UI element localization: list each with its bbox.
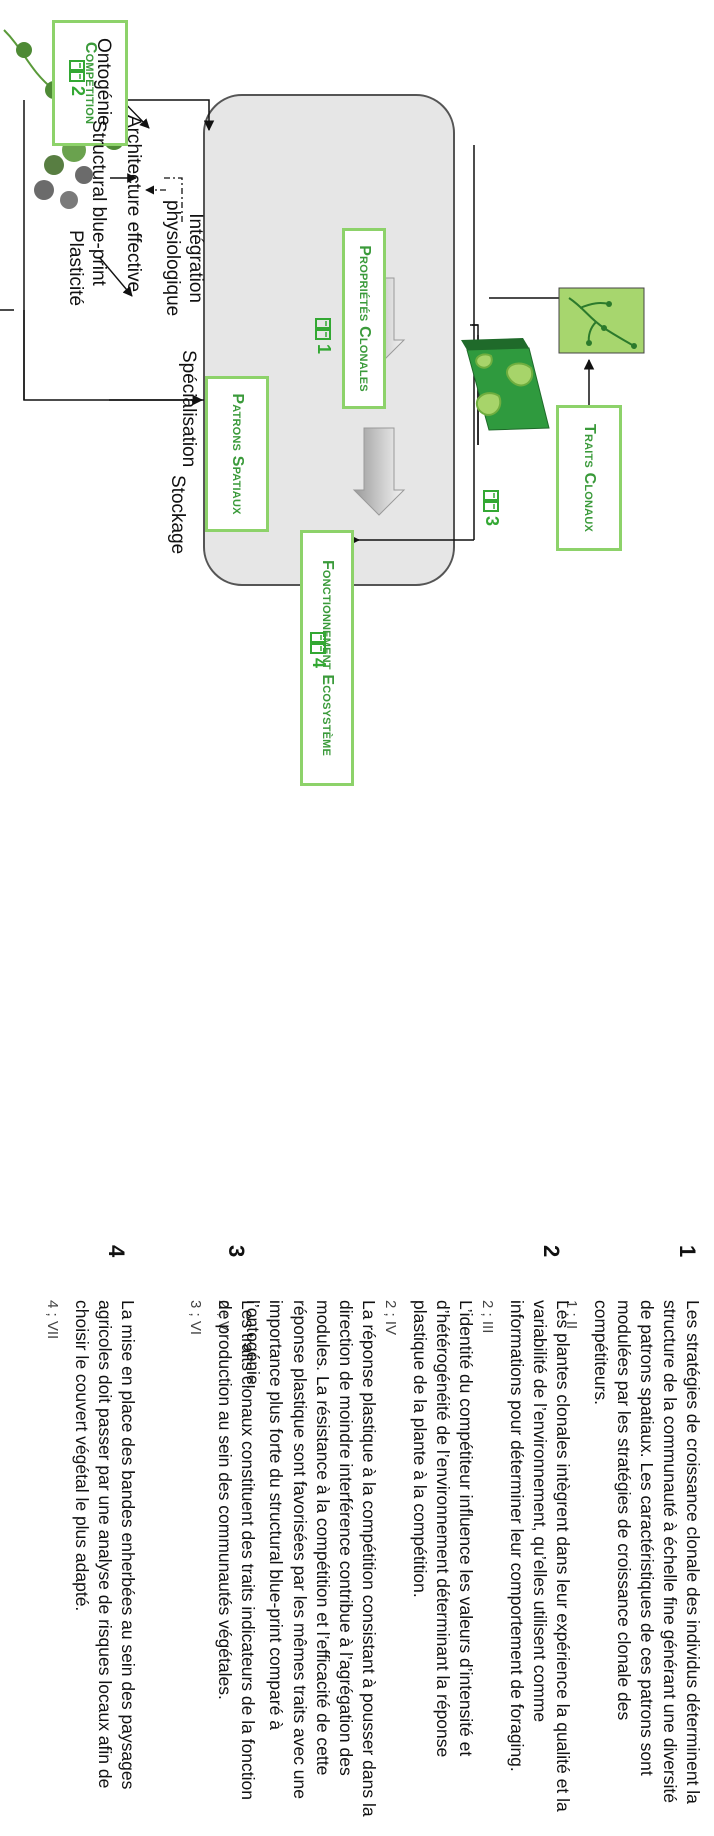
entry-2-text-c: La réponse plastique à la compétition co… bbox=[243, 1300, 379, 1817]
clonal-plant-image bbox=[558, 287, 645, 354]
plasticite-label: Plasticité bbox=[65, 230, 86, 307]
book-icon bbox=[315, 318, 332, 340]
integration-label: Intégration physiologique bbox=[160, 200, 206, 316]
book-icon bbox=[69, 60, 86, 82]
entry-number-4: 4 bbox=[104, 1245, 129, 1258]
ontogenie-label: Ontogénie bbox=[93, 38, 114, 126]
clonal-properties-box: Propriétés Clonales bbox=[342, 228, 386, 409]
clonal-properties-label: Propriétés Clonales bbox=[356, 245, 373, 392]
sidebar-entry-1: Les stratégies de croissance clonale des… bbox=[561, 1300, 704, 1820]
competition-to-architecture-arrow bbox=[124, 99, 215, 132]
sidebar-entry-3: Les traits clonaux constituent des trait… bbox=[185, 1300, 259, 1820]
ref-number: 1 bbox=[314, 344, 334, 355]
entry-2-text-b: L’identité du compétiteur influence les … bbox=[409, 1300, 476, 1758]
entry-number-1: 1 bbox=[675, 1245, 700, 1258]
entry-3-text: Les traits clonaux constituent des trait… bbox=[214, 1300, 258, 1800]
entry-number-2: 2 bbox=[539, 1245, 564, 1258]
entry-2-text-a: Les plantes clonales intègrent dans leur… bbox=[506, 1300, 573, 1812]
clonal-traits-label: Traits Clonaux bbox=[581, 423, 598, 533]
spatial-patterns-box: Patrons Spatiaux bbox=[205, 376, 269, 532]
sidebar-entry-2: Les plantes clonales intègrent dans leur… bbox=[213, 1300, 574, 1820]
landscape-tile-image bbox=[461, 338, 550, 431]
stockage-label: Stockage bbox=[167, 475, 188, 555]
specialisation-label: Spécialisation bbox=[178, 350, 199, 468]
ref-book-1: 1 bbox=[313, 318, 334, 354]
entry-4-ref: 4 ; VII bbox=[43, 1300, 61, 1340]
book-icon bbox=[310, 632, 327, 654]
architecture-label: Architecture effective bbox=[123, 115, 144, 293]
spatial-patterns-label: Patrons Spatiaux bbox=[229, 393, 246, 515]
ref-number: 4 bbox=[309, 658, 329, 669]
entry-1-text: Les stratégies de croissance clonale des… bbox=[590, 1300, 703, 1804]
entry-2-ref-a: 2 ; III bbox=[478, 1300, 496, 1334]
sidebar-entry-4: La mise en place des bandes enherbées au… bbox=[42, 1300, 139, 1820]
integration-line-1: Intégration bbox=[185, 213, 206, 303]
ref-book-2: 2 bbox=[67, 60, 88, 96]
entry-4-text: La mise en place des bandes enherbées au… bbox=[71, 1300, 138, 1790]
entry-2-ref-b: 2 ; IV bbox=[381, 1300, 399, 1336]
ref-book-4: 4 bbox=[308, 632, 329, 668]
book-icon bbox=[483, 490, 500, 512]
structural-blueprint-label: Structural blue-print bbox=[88, 120, 109, 286]
entry-number-3: 3 bbox=[224, 1245, 249, 1258]
ref-number: 3 bbox=[482, 516, 502, 527]
integration-line-2: physiologique bbox=[162, 200, 184, 317]
entry-3-ref: 3 ; VI bbox=[186, 1300, 204, 1336]
ref-book-3: 3 bbox=[481, 490, 502, 526]
clonal-traits-box: Traits Clonaux bbox=[556, 405, 622, 551]
plasticite-arrow bbox=[99, 257, 133, 297]
ref-number: 2 bbox=[68, 86, 88, 97]
